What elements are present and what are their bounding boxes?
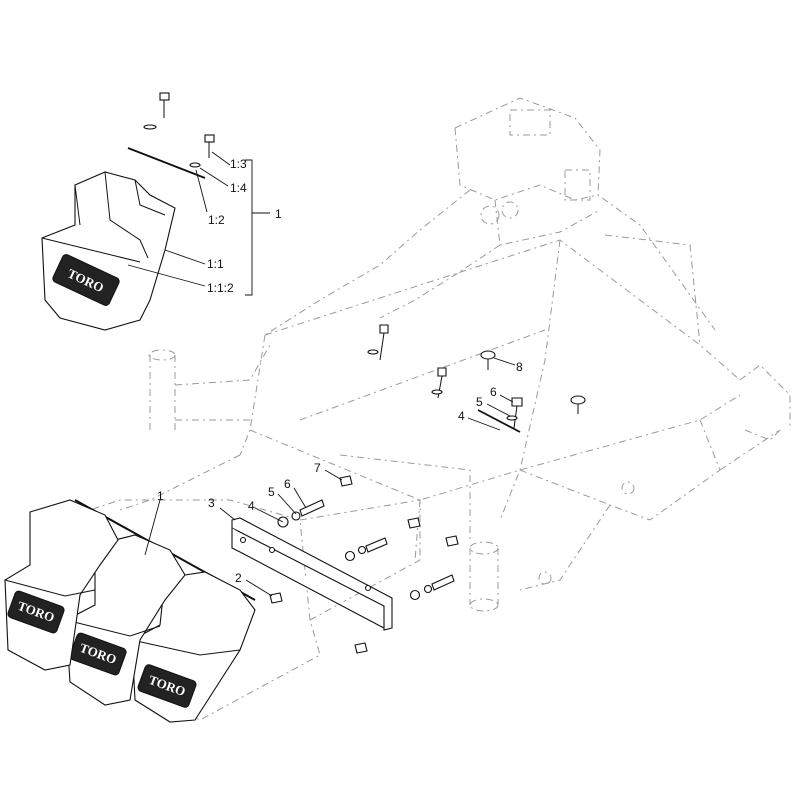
callout-1-1-2: 1:1:2 xyxy=(207,281,234,295)
bracket-hardware: 3 4 5 6 7 2 xyxy=(208,461,459,654)
callout-3: 3 xyxy=(208,496,215,510)
washer-icon xyxy=(189,162,201,168)
callout-1-1: 1:1 xyxy=(207,257,224,271)
callout-7: 7 xyxy=(314,461,321,475)
callout-6-deck: 6 xyxy=(490,385,497,399)
weight-1: TORO xyxy=(4,499,119,671)
bolt-icon xyxy=(299,499,325,517)
callout-6-bracket: 6 xyxy=(284,477,291,491)
weight-detail-assembly: TORO 1:3 1:4 1:2 1:1 1:1:2 1 xyxy=(41,92,282,331)
callout-4-bracket: 4 xyxy=(248,499,255,513)
deck-hardware: 8 6 5 4 xyxy=(367,324,586,433)
toro-logo xyxy=(52,254,120,306)
bolt-icon xyxy=(143,92,170,130)
callout-1-3: 1:3 xyxy=(230,157,247,171)
callout-1-top: 1 xyxy=(275,207,282,221)
nut-icon xyxy=(407,517,421,529)
callout-5-deck: 5 xyxy=(476,395,483,409)
weight-2: TORO xyxy=(65,534,186,706)
bolt-icon xyxy=(511,397,523,407)
lock-washer-icon xyxy=(291,511,301,521)
flat-bar xyxy=(127,147,206,179)
nut-icon xyxy=(354,642,368,654)
callout-1-2: 1:2 xyxy=(208,213,225,227)
bolt-icon xyxy=(365,537,388,553)
nut-icon xyxy=(445,535,459,547)
weight-stack: TORO TORO TORO 1 xyxy=(4,489,256,723)
nut-icon xyxy=(269,592,283,604)
washer-icon xyxy=(506,415,518,421)
weight-3: TORO xyxy=(131,571,256,723)
bolt-icon xyxy=(431,574,455,591)
mower-frame-phantom xyxy=(59,97,791,721)
callout-5-bracket: 5 xyxy=(268,485,275,499)
bolt-icon xyxy=(204,134,215,158)
carriage-bolt-icon xyxy=(480,350,496,360)
callout-2: 2 xyxy=(235,571,242,585)
mounting-bracket xyxy=(231,517,393,631)
callout-8: 8 xyxy=(516,360,523,374)
nut-icon xyxy=(339,475,353,487)
callout-1-4: 1:4 xyxy=(230,181,247,195)
carriage-bolt-icon xyxy=(570,395,586,405)
callout-4-deck: 4 xyxy=(458,409,465,423)
callout-1-bottom: 1 xyxy=(157,489,164,503)
